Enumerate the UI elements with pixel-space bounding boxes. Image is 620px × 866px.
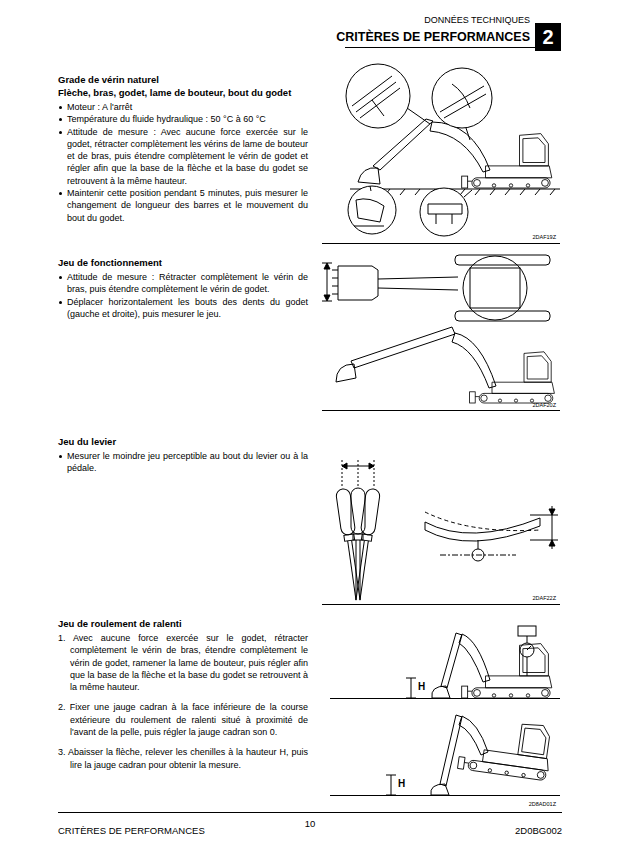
- text-row: Moteur : A l'arrêt: [58, 101, 308, 113]
- section-heading: Jeu du levier: [58, 436, 116, 447]
- bullet-text: Mesurer le moindre jeu perceptible au bo…: [67, 451, 308, 473]
- section-heading: Jeu de roulement de ralenti: [58, 618, 182, 629]
- figure-operating-play: [322, 255, 554, 403]
- text-column: Jeu de roulement de ralenti 1. Avec aucun…: [58, 617, 308, 771]
- bullet-dot: [59, 192, 62, 195]
- chapter-number: 2: [542, 26, 553, 48]
- bullet-dot: [59, 106, 62, 109]
- section-rule: [322, 243, 560, 244]
- text-column: Jeu du levierMesurer le moindre jeu perc…: [58, 435, 308, 475]
- section-heading: Grade de vérin naturel: [58, 74, 159, 85]
- footer-rule: [58, 812, 562, 813]
- text-row: Jeu de roulement de ralenti: [58, 617, 308, 630]
- bullet-dot: [59, 131, 62, 134]
- chapter-number-box: 2: [535, 23, 561, 51]
- text-row: 3. Abaisser la flèche, relever les cheni…: [58, 746, 308, 771]
- subheading: Flèche, bras, godet, lame de bouteur, bo…: [58, 87, 291, 98]
- bullet-dot: [59, 118, 62, 121]
- text-row: Flèche, bras, godet, lame de bouteur, bo…: [58, 86, 308, 99]
- text-column: Jeu de fonctionnementAttitude de mesure …: [58, 256, 308, 320]
- dimension-label: H: [418, 681, 432, 693]
- bullet-dot: [59, 455, 62, 458]
- bullet-dot: [59, 301, 62, 304]
- figure-code: 2D8AD01Z: [490, 801, 556, 808]
- section-heading: Jeu de fonctionnement: [58, 257, 162, 268]
- text-row: Jeu de fonctionnement: [58, 256, 308, 269]
- step-text: 2. Fixer une jauge cadran à la face infé…: [58, 702, 308, 737]
- figure-code: 2DAF22Z: [490, 595, 556, 602]
- text-row: Maintenir cette position pendant 5 minut…: [58, 187, 308, 224]
- figure-code: 2DAF20Z: [490, 402, 556, 409]
- figure-natural-drift: [346, 64, 560, 236]
- step-text: 1. Avec aucune force exercée sur le gode…: [58, 633, 308, 692]
- bullet-text: Déplacer horizontalement les bouts des d…: [67, 297, 308, 319]
- document-code: 2D0BG002: [402, 825, 562, 837]
- section-name: DONNÉES TECHNIQUES: [330, 15, 530, 26]
- text-row: Grade de vérin naturel: [58, 73, 308, 86]
- text-row: Température du fluide hydraulique : 50 °…: [58, 113, 308, 125]
- section-rule: [322, 604, 560, 605]
- text-row: Attitude de mesure : Rétracter complètem…: [58, 271, 308, 296]
- bullet-text: Attitude de mesure : Rétracter complètem…: [67, 272, 308, 294]
- text-row: Attitude de mesure : Avec aucune force e…: [58, 126, 308, 187]
- bullet-text: Maintenir cette position pendant 5 minut…: [67, 188, 308, 223]
- text-row: Mesurer le moindre jeu perceptible au bo…: [58, 450, 308, 475]
- text-column: Grade de vérin naturelFlèche, bras, gode…: [58, 73, 308, 224]
- text-row: Déplacer horizontalement les bouts des d…: [58, 296, 308, 321]
- section-rule: [322, 410, 560, 411]
- text-row: 1. Avec aucune force exercée sur le gode…: [58, 632, 308, 693]
- bullet-dot: [59, 276, 62, 279]
- footer-title: CRITÈRES DE PERFORMANCES: [58, 825, 318, 837]
- dimension-label: H: [398, 778, 412, 790]
- bullet-text: Attitude de mesure : Avec aucune force e…: [67, 127, 308, 186]
- bullet-text: Moteur : A l'arrêt: [67, 102, 132, 112]
- header-rule: [345, 47, 560, 48]
- bullet-text: Température du fluide hydraulique : 50 °…: [67, 114, 266, 124]
- text-row: 2. Fixer une jauge cadran à la face infé…: [58, 701, 308, 738]
- text-row: Jeu du levier: [58, 435, 308, 448]
- figure-lever-play: [335, 460, 558, 601]
- step-text: 3. Abaisser la flèche, relever les cheni…: [58, 747, 308, 769]
- page-number: 10: [290, 818, 330, 830]
- figure-code: 2DAF19Z: [490, 234, 556, 241]
- header-title: CRITÈRES DE PERFORMANCES: [300, 30, 530, 45]
- figure-idler-play: [330, 626, 560, 796]
